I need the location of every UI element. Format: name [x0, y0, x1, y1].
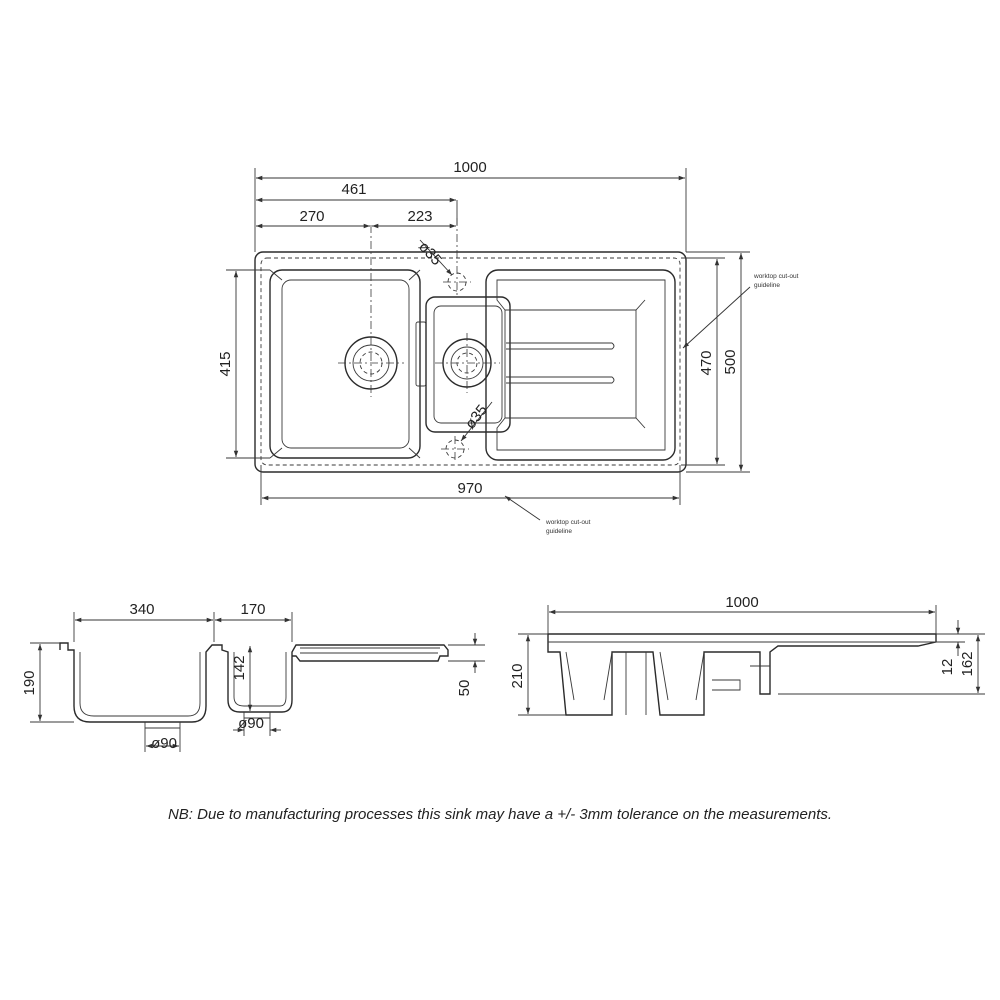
plan-view: 1000 461 270 223 ø35 ø35 415 470 500 wor…	[217, 159, 799, 535]
tap-hole-top	[443, 218, 471, 296]
dim-drainer-height: 50	[456, 680, 473, 697]
dim-overall-height: 190	[21, 670, 38, 695]
dim-bowl-to-waste: 461	[341, 181, 366, 198]
cutout-note-bottom-line2: guideline	[546, 528, 572, 535]
dim-main-waste-diameter: ø90	[151, 735, 177, 752]
half-bowl-inner	[433, 305, 503, 424]
main-bowl	[269, 269, 421, 459]
dim-half-bowl-depth: 142	[231, 655, 248, 680]
cutout-note-right-line2: guideline	[754, 282, 780, 289]
dim-rim-to-base: 162	[959, 651, 976, 676]
dim-overflow-diameter-top: ø35	[415, 238, 445, 269]
side-elevation-profile	[547, 633, 937, 716]
dim-cutout-width: 970	[457, 480, 482, 497]
main-bowl-inner	[281, 279, 410, 449]
half-waste	[435, 333, 500, 393]
main-waste	[338, 225, 404, 397]
cutout-note-bottom-line1: worktop cut-out	[545, 519, 591, 526]
dim-bowl-depth: 415	[217, 351, 234, 376]
dim-overall-depth: 500	[722, 349, 739, 374]
dim-main-bowl-width: 340	[129, 601, 154, 618]
drainer	[485, 269, 676, 461]
dim-waste-spacing: 223	[407, 208, 432, 225]
tap-hole-bottom	[441, 436, 469, 462]
tolerance-note: NB: Due to manufacturing processes this …	[167, 806, 833, 823]
side-elevation: 1000 210 12 162	[509, 594, 985, 716]
dim-side-overall-length: 1000	[725, 594, 758, 611]
dim-side-overall-height: 210	[509, 663, 526, 688]
dim-rim-thickness: 12	[939, 659, 956, 676]
cutout-guideline	[260, 257, 681, 466]
dim-overall-width: 1000	[453, 159, 486, 176]
front-section-profile	[59, 642, 449, 723]
cutout-note-right-line1: worktop cut-out	[753, 273, 799, 280]
half-bowl	[425, 296, 511, 433]
dim-half-waste-diameter: ø90	[238, 715, 264, 732]
dim-main-waste-offset: 270	[299, 208, 324, 225]
front-section: 340 170 190 142 50 ø90 ø90	[21, 601, 485, 752]
dim-cutout-depth: 470	[698, 350, 715, 375]
sink-outline	[254, 251, 687, 473]
dim-half-bowl-width: 170	[240, 601, 265, 618]
